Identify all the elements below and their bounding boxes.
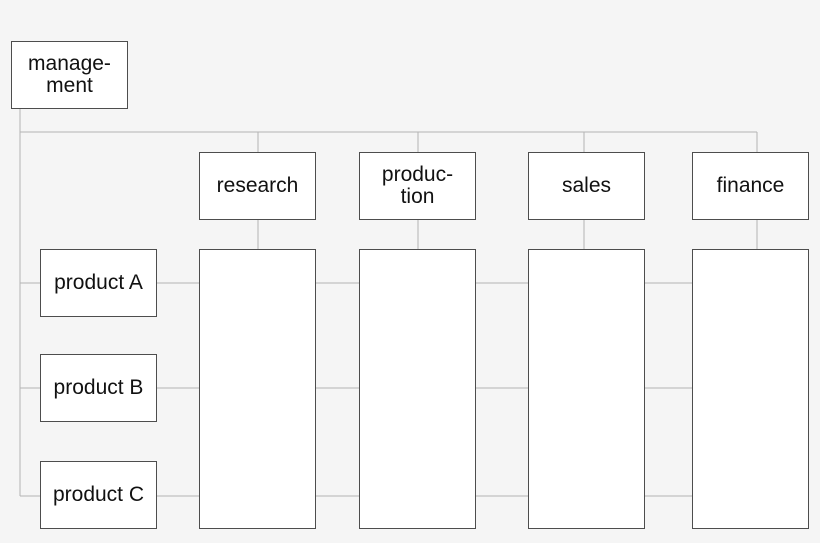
- department-label: produc- tion: [381, 163, 454, 208]
- department-box-production: produc- tion: [359, 152, 476, 220]
- department-box-sales: sales: [528, 152, 645, 220]
- department-box-finance: finance: [692, 152, 809, 220]
- department-column-finance: [692, 249, 809, 529]
- management-label: manage- ment: [28, 52, 111, 97]
- product-box-b: product B: [40, 354, 157, 422]
- department-label: research: [216, 174, 299, 197]
- department-label: sales: [561, 174, 612, 197]
- product-label: product A: [54, 271, 143, 294]
- department-column-production: [359, 249, 476, 529]
- product-label: product B: [53, 376, 144, 399]
- department-column-sales: [528, 249, 645, 529]
- department-column-research: [199, 249, 316, 529]
- product-box-c: product C: [40, 461, 157, 529]
- management-box: manage- ment: [11, 41, 128, 109]
- department-box-research: research: [199, 152, 316, 220]
- product-box-a: product A: [40, 249, 157, 317]
- department-label: finance: [716, 174, 785, 197]
- product-label: product C: [52, 483, 145, 506]
